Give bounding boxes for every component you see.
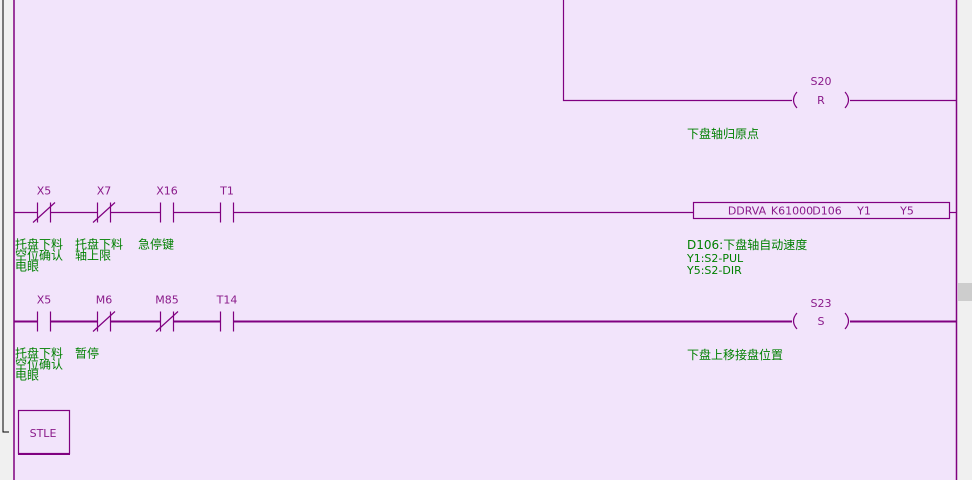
function-comment-2: Y1:S2-PUL xyxy=(686,252,744,265)
coil-comment: 下盘轴归原点 xyxy=(687,126,759,141)
function-comment-1: D106:下盘轴自动速度 xyxy=(687,237,807,252)
function-arg1: K61000 xyxy=(771,205,813,218)
contact-comment: 空位确认 xyxy=(15,357,63,372)
contact-device: X5 xyxy=(37,185,52,198)
contact-device: X5 xyxy=(37,294,52,307)
contact-comment: 暂停 xyxy=(75,346,99,361)
contact-m6[interactable]: M6 暂停 xyxy=(75,294,116,361)
contact-comment: 空位确认 xyxy=(15,248,63,263)
ladder-canvas[interactable] xyxy=(14,0,957,480)
contact-device: M85 xyxy=(155,294,179,307)
coil-instruction: R xyxy=(817,94,825,107)
block-bracket xyxy=(2,0,9,433)
contact-comment: 电眼 xyxy=(15,369,39,383)
contact-comment: 托盘下料 xyxy=(75,237,123,252)
function-block-ddrva[interactable]: DDRVA K61000 D106 Y1 Y5 xyxy=(692,201,951,220)
function-arg4: Y5 xyxy=(899,205,914,218)
contact-comment: 电眼 xyxy=(15,260,39,274)
function-arg2: D106 xyxy=(812,205,841,218)
coil-comment: 下盘上移接盘位置 xyxy=(687,347,783,362)
contact-device: X7 xyxy=(97,185,112,198)
contact-comment: 急停键 xyxy=(138,237,174,252)
nc-slash xyxy=(32,202,56,223)
coil-s23[interactable]: S23 S xyxy=(792,297,850,330)
coil-s20[interactable]: S20 R xyxy=(792,75,850,109)
coil-device: S20 xyxy=(811,75,832,88)
contact-m85[interactable]: M85 xyxy=(155,294,179,332)
function-op: DDRVA xyxy=(728,205,767,218)
contact-device: X16 xyxy=(156,185,178,198)
contact-comment: 轴上限 xyxy=(75,248,111,263)
stle-label: STLE xyxy=(30,427,57,440)
nc-slash xyxy=(92,202,116,223)
contact-device: T14 xyxy=(216,294,238,307)
contact-comment: 托盘下料 xyxy=(15,346,63,361)
stle-instruction[interactable]: STLE xyxy=(17,409,71,455)
nc-slash xyxy=(155,311,179,332)
contact-device: M6 xyxy=(96,294,113,307)
coil-instruction: S xyxy=(818,315,825,328)
contact-t14[interactable]: T14 xyxy=(216,294,238,332)
vertical-scrollbar[interactable] xyxy=(958,0,972,480)
coil-device: S23 xyxy=(811,297,832,310)
function-arg3: Y1 xyxy=(856,205,871,218)
top-rung-wire xyxy=(562,0,792,102)
contact-t1[interactable]: T1 xyxy=(219,185,235,223)
function-comment-3: Y5:S2-DIR xyxy=(686,264,742,277)
scrollbar-thumb[interactable] xyxy=(958,283,972,301)
contact-x16[interactable]: X16 急停键 xyxy=(138,185,178,252)
contact-comment: 托盘下料 xyxy=(15,237,63,252)
contact-device: T1 xyxy=(219,185,234,198)
nc-slash xyxy=(92,311,116,332)
